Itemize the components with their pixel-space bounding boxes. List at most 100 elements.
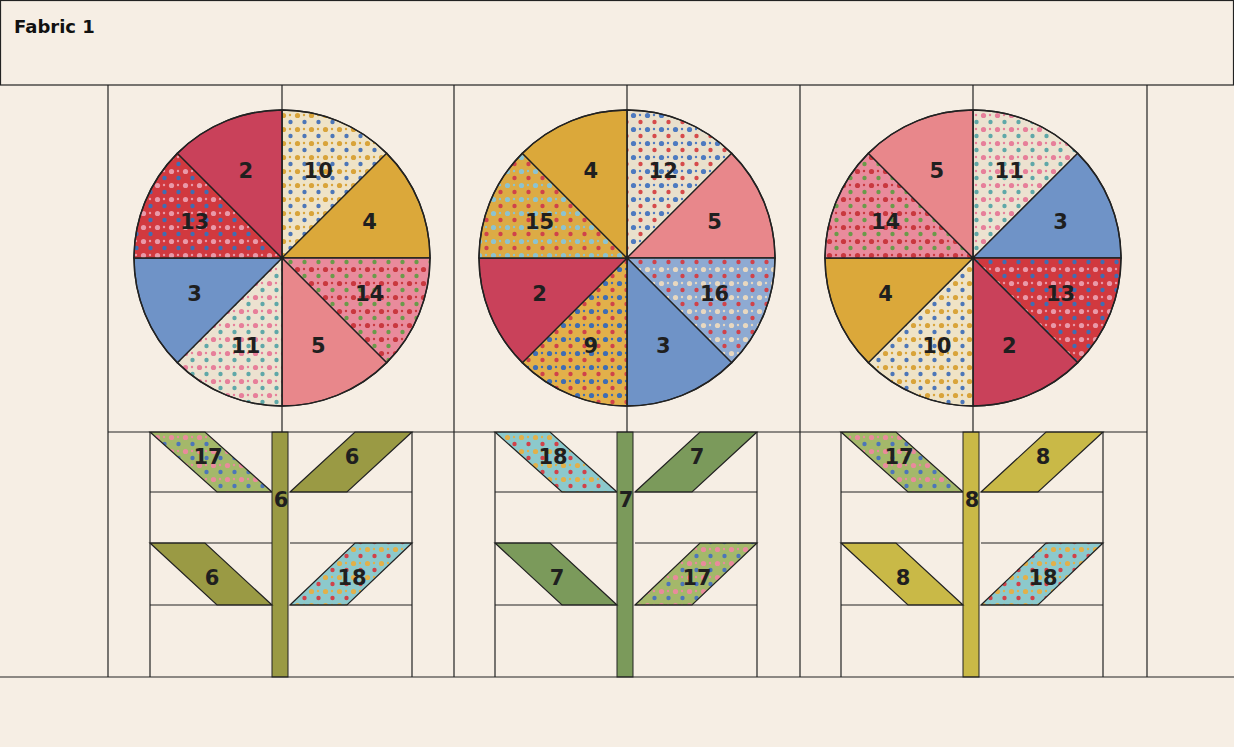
petal-wedge — [973, 153, 1121, 258]
petal-wedge — [973, 258, 1078, 406]
seam-line — [799, 85, 800, 677]
fabric-number: 6 — [205, 568, 220, 589]
fabric-number: 10 — [304, 160, 333, 181]
seam-line — [981, 604, 1103, 605]
seam-line — [841, 542, 963, 543]
fabric-number: 7 — [619, 490, 634, 511]
leaf — [635, 432, 757, 492]
seam-line — [495, 491, 617, 492]
fabric-number: 3 — [656, 335, 671, 356]
fabric-number: 13 — [180, 211, 209, 232]
fabric-number: 3 — [1053, 211, 1068, 232]
petal-wedge — [627, 153, 775, 258]
fabric-number: 8 — [965, 490, 980, 511]
fabric-number: 6 — [274, 490, 289, 511]
seam-line — [453, 85, 454, 677]
leaf — [290, 543, 412, 605]
fabric-number: 5 — [311, 335, 326, 356]
fabric-number: 4 — [878, 284, 893, 305]
seam-line — [635, 604, 757, 605]
leaf — [150, 432, 272, 492]
petal-wedge — [282, 258, 387, 406]
fabric-number: 4 — [362, 211, 377, 232]
seam-line — [150, 542, 272, 543]
seam-line — [281, 85, 282, 432]
fabric-number: 12 — [649, 160, 678, 181]
leaf — [150, 543, 272, 605]
fabric-number: 10 — [922, 335, 951, 356]
leaf — [495, 432, 617, 492]
fabric-number: 15 — [525, 211, 554, 232]
seam-line — [841, 491, 963, 492]
fabric-number: 5 — [707, 211, 722, 232]
seam-line — [756, 432, 757, 677]
petal-wedge — [479, 258, 627, 363]
seam-line — [495, 604, 617, 605]
leaf — [495, 543, 617, 605]
leaf — [635, 543, 757, 605]
seam-line — [495, 542, 617, 543]
fabric-number: 7 — [690, 447, 705, 468]
fabric-number: 6 — [345, 447, 360, 468]
leaf — [981, 432, 1103, 492]
seam-line — [981, 491, 1103, 492]
leaf — [841, 432, 963, 492]
seam-line — [841, 604, 963, 605]
fabric-number: 13 — [1046, 284, 1075, 305]
petal-wedge — [134, 258, 282, 363]
fabric-number: 8 — [1036, 447, 1051, 468]
seam-line — [635, 491, 757, 492]
seam-line — [635, 542, 757, 543]
seam-line — [981, 542, 1103, 543]
petal-wedge — [868, 110, 973, 258]
fabric-number: 14 — [355, 284, 384, 305]
seam-line — [290, 491, 412, 492]
seam-line — [107, 85, 108, 677]
petal-wedge — [282, 153, 430, 258]
fabric-number: 14 — [871, 211, 900, 232]
fabric-number: 2 — [238, 160, 253, 181]
fabric-number: 18 — [1028, 568, 1057, 589]
seam-line — [150, 604, 272, 605]
seam-line — [0, 676, 1234, 677]
fabric-number: 17 — [884, 447, 913, 468]
fabric-number: 11 — [231, 335, 260, 356]
stem — [272, 432, 288, 677]
leaf — [290, 432, 412, 492]
fabric-number: 5 — [929, 160, 944, 181]
seam-line — [290, 604, 412, 605]
fabric-number: 17 — [193, 447, 222, 468]
seam-line — [150, 491, 272, 492]
seam-line — [626, 85, 627, 432]
seam-line — [1102, 432, 1103, 677]
leaf — [981, 543, 1103, 605]
fabric-number: 9 — [583, 335, 598, 356]
seam-line — [1146, 85, 1147, 677]
fabric-number: 18 — [337, 568, 366, 589]
fabric-number: 7 — [550, 568, 565, 589]
fabric-heading: Fabric 1 — [14, 16, 95, 37]
fabric-number: 17 — [682, 568, 711, 589]
fabric-number: 16 — [700, 284, 729, 305]
seam-line — [972, 85, 973, 432]
petal-wedge — [522, 110, 627, 258]
petal-wedge — [177, 110, 282, 258]
stem — [617, 432, 633, 677]
fabric-number: 3 — [187, 284, 202, 305]
seam-line — [494, 432, 495, 677]
leaf — [841, 543, 963, 605]
fabric-number: 18 — [538, 447, 567, 468]
fabric-number: 4 — [583, 160, 598, 181]
seam-line — [840, 432, 841, 677]
seam-line — [411, 432, 412, 677]
stem — [963, 432, 979, 677]
seam-line — [290, 542, 412, 543]
petal-wedge — [627, 258, 732, 406]
seam-line — [149, 432, 150, 677]
fabric-number: 11 — [995, 160, 1024, 181]
fabric-number: 2 — [532, 284, 547, 305]
fabric-number: 2 — [1002, 335, 1017, 356]
fabric-number: 8 — [896, 568, 911, 589]
